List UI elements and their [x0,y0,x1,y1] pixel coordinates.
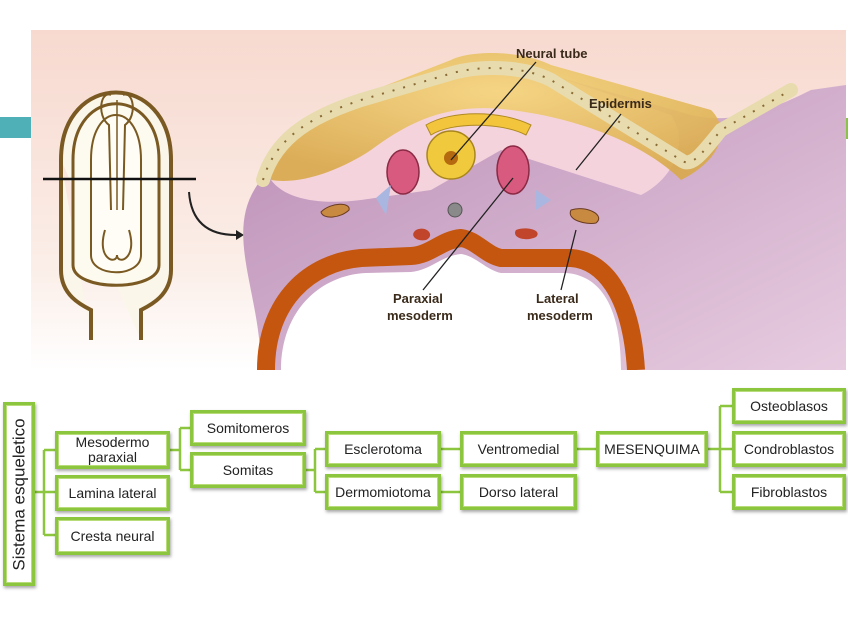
node-esclerotoma[interactable]: Esclerotoma [325,431,441,467]
node-label: Cresta neural [70,527,155,544]
label-lateral-1: Lateral [536,291,579,306]
cross-section [243,53,846,370]
node-label: Osteoblasos [750,397,828,414]
node-somitomeros[interactable]: Somitomeros [190,410,306,446]
root-node-label: Sistema esqueletico [9,417,29,571]
accent-bar-left [0,117,31,138]
node-label: Dermomiotoma [335,483,431,500]
label-epidermis: Epidermis [589,96,652,111]
node-label: Somitomeros [206,419,290,436]
node-mesenquima[interactable]: MESENQUIMA [596,431,708,467]
node-label: Esclerotoma [344,440,422,457]
node-label: MESENQUIMA [604,440,700,457]
node-ventromedial[interactable]: Ventromedial [460,431,577,467]
node-label: Lamina lateral [68,484,157,501]
node-mesodermo-paraxial[interactable]: Mesodermo paraxial [55,431,170,469]
label-neural-tube: Neural tube [516,46,588,61]
node-label: Dorso lateral [478,483,559,500]
node-label: Somitas [222,461,274,478]
label-lateral-2: mesoderm [527,308,593,323]
node-lamina-lateral[interactable]: Lamina lateral [55,475,170,511]
arrow [188,191,237,236]
node-osteoblasos[interactable]: Osteoblasos [732,388,846,424]
node-dorso-lateral[interactable]: Dorso lateral [460,474,577,510]
embryo-dorsal-view [59,90,173,340]
node-label: Condroblastos [743,440,835,457]
accent-bar-right [845,118,848,139]
node-label: Fibroblastos [750,483,828,500]
node-condroblastos[interactable]: Condroblastos [732,431,846,467]
label-paraxial-1: Paraxial [393,291,443,306]
node-cresta-neural[interactable]: Cresta neural [55,517,170,555]
node-somitas[interactable]: Somitas [190,452,306,488]
somite-left [386,149,420,195]
node-label: Ventromedial [477,440,560,457]
somite-right [496,145,530,195]
node-dermomiotoma[interactable]: Dermomiotoma [325,474,441,510]
embryo-cross-section-illustration: Neural tube Epidermis Paraxial mesoderm … [31,30,846,370]
node-fibroblastos[interactable]: Fibroblastos [732,474,846,510]
node-label: Mesodermo paraxial [75,434,150,465]
notochord [447,202,463,218]
label-paraxial-2: mesoderm [387,308,453,323]
root-node-sistema-esqueletico[interactable]: Sistema esqueletico [3,402,35,586]
